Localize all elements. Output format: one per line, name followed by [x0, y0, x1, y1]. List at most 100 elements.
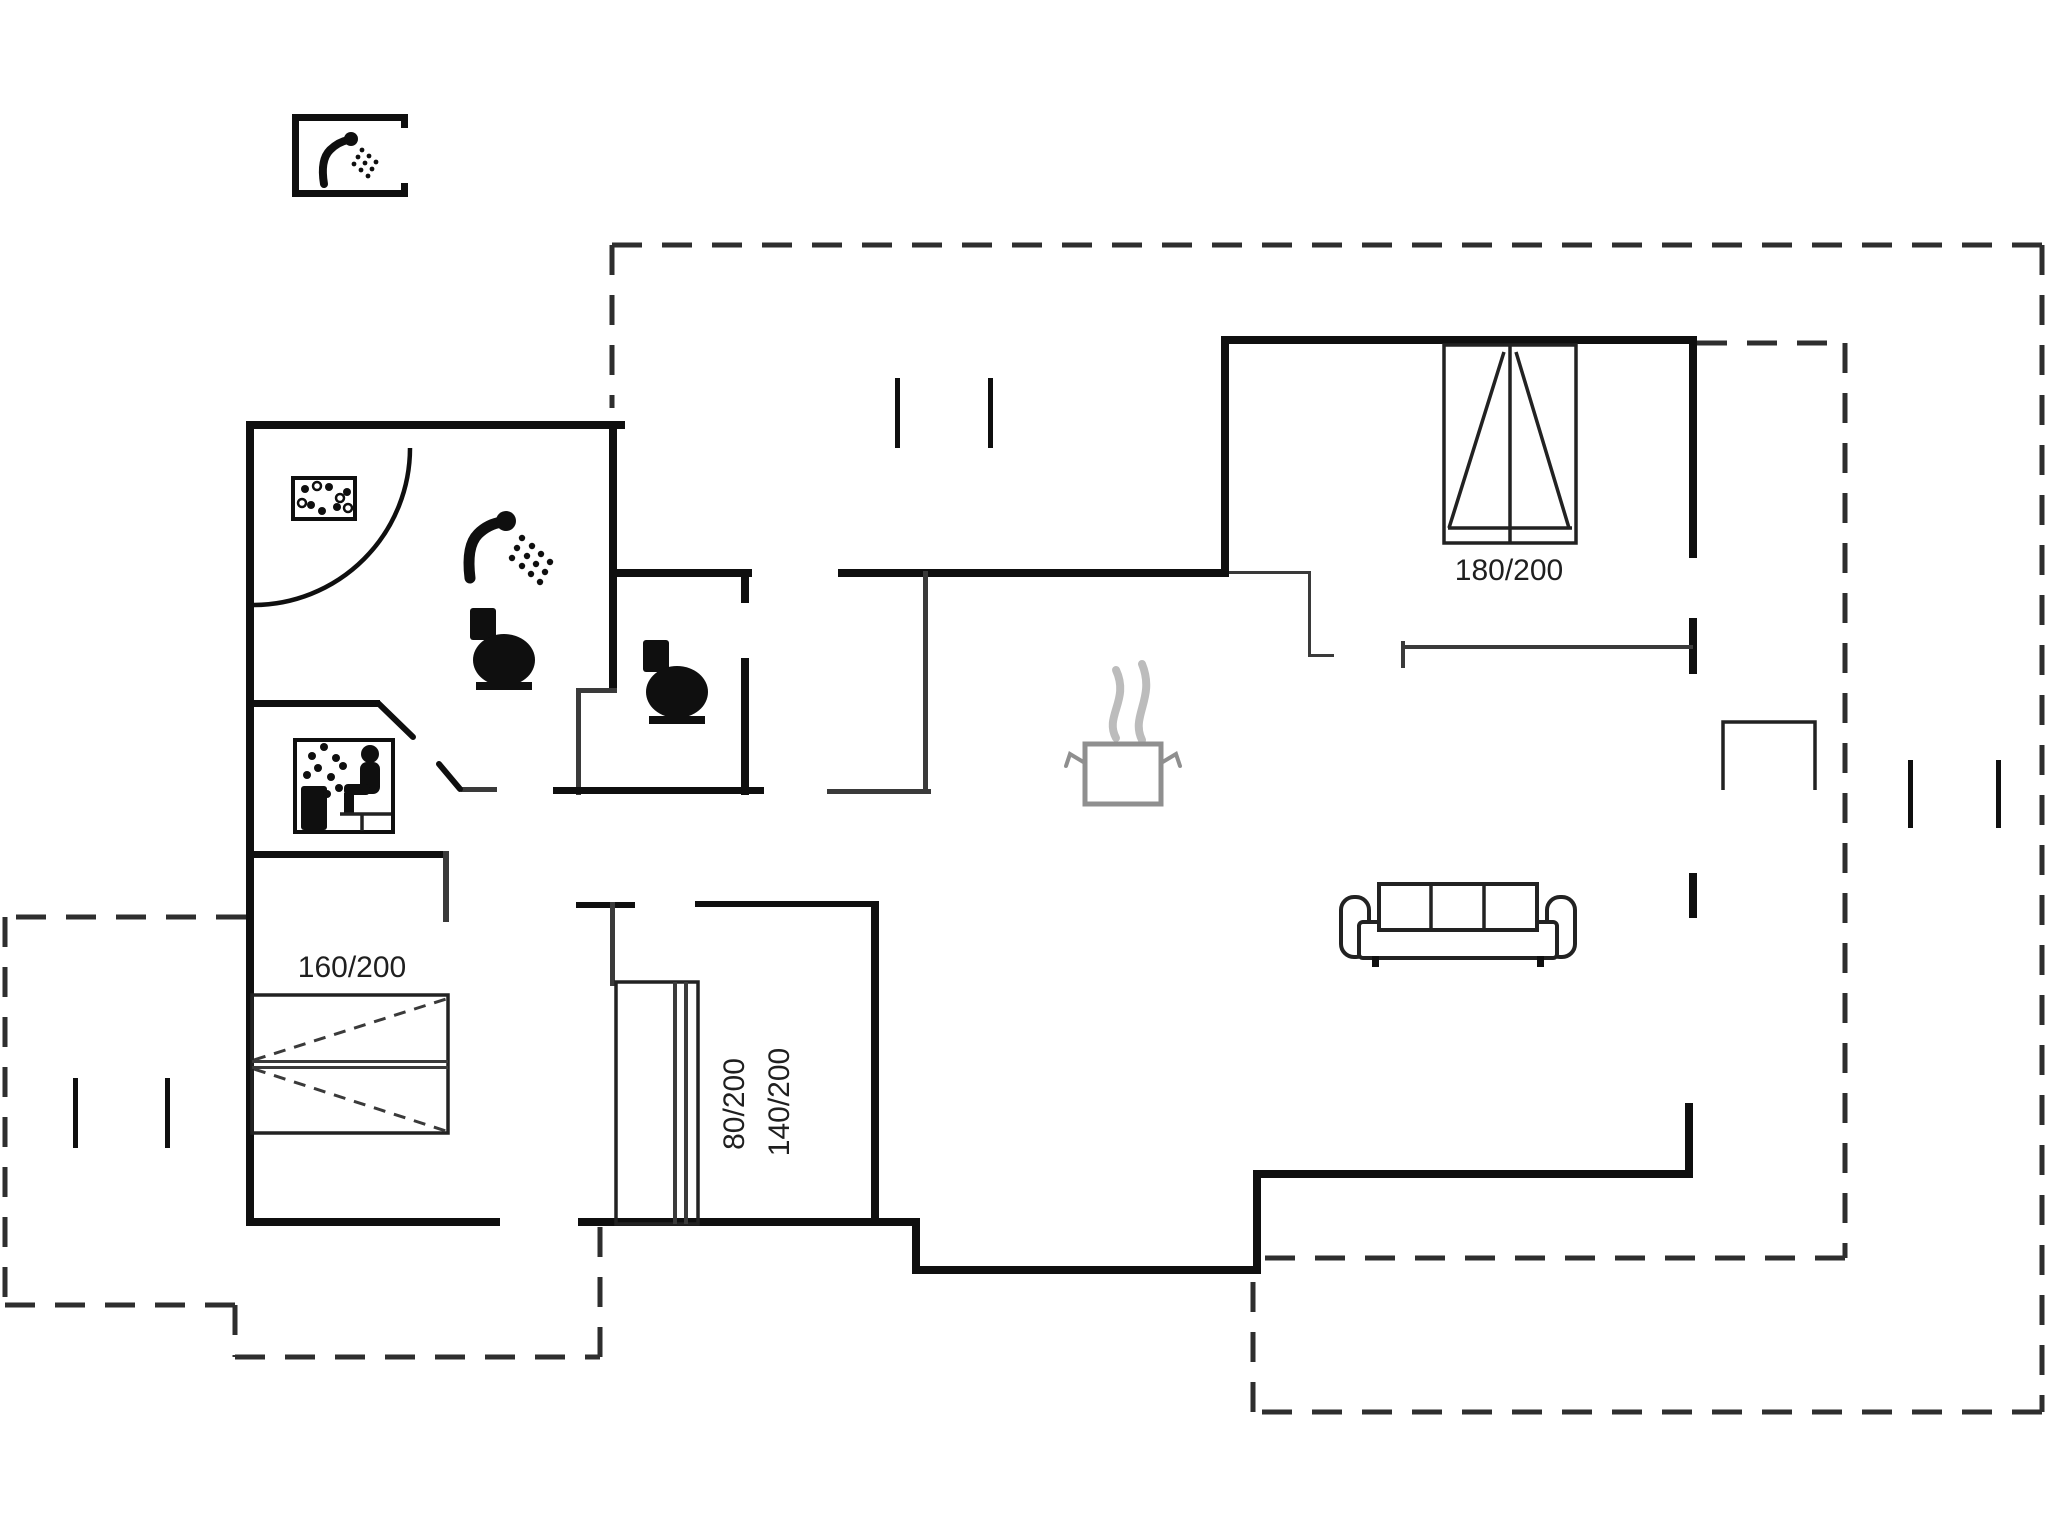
shower-box-stub-top [401, 114, 408, 128]
toilet-bowl [646, 666, 708, 718]
wall-bottom-step [912, 1218, 920, 1274]
wall-kitchen-counter [923, 571, 928, 792]
toilet-tank [643, 640, 669, 672]
pot-body [1082, 741, 1164, 807]
shower-icon [463, 511, 554, 586]
shower-head [344, 132, 358, 146]
wardrobe-door-diagonal-left [1447, 351, 1506, 529]
terrace-post-tick [1908, 760, 1913, 828]
door-leaf-hall [436, 761, 463, 792]
wall-bottom-b [246, 1218, 500, 1226]
wall-left-exterior [246, 421, 254, 1226]
wall-east-lower [1685, 1103, 1693, 1178]
toilet-icon [470, 608, 535, 690]
shower-box-bottom [292, 190, 408, 197]
bed-mid-line-2 [252, 1066, 448, 1069]
sauna-icon [293, 738, 395, 834]
wall-wc-top [609, 569, 752, 577]
wall-bedroom2-left [610, 902, 615, 986]
shower-spray-dots [508, 534, 554, 586]
shower-head [496, 511, 516, 531]
shower-arm [463, 516, 508, 584]
terrace-post-tick [1996, 760, 2001, 828]
bunk-bed-upper-label: 80/200 [718, 1058, 751, 1150]
shower-arm [318, 136, 352, 188]
bedroom: 180/200 [1442, 343, 1578, 587]
wardrobe-label: 180/200 [1455, 554, 1563, 587]
toilet-tank [470, 608, 496, 640]
wall-hall-bottom [553, 787, 764, 794]
outdoor-shower-icon [318, 132, 379, 188]
sauna-bench [340, 812, 391, 831]
shower-box-stub-bottom [401, 183, 408, 197]
bunk-bed-icon [614, 980, 700, 1226]
wall-kitchen-counter-bottom [827, 789, 931, 794]
bed-diagonal-1 [253, 997, 447, 1062]
wall-bedroom2-right [871, 901, 879, 1226]
walls [246, 336, 1697, 1274]
wall-living-bottom [1253, 1170, 1693, 1178]
shower-box-left [292, 114, 299, 197]
outdoor-shower-box [292, 114, 408, 197]
steam-icon [1108, 660, 1151, 744]
bedroom-window-line [1404, 645, 1693, 649]
sauna-steam-dots [303, 743, 347, 798]
sofa-back [1377, 882, 1539, 932]
wardrobe-door-diagonal-right [1514, 351, 1571, 529]
wc-room [643, 640, 708, 724]
terrace-post-tick [165, 1078, 170, 1148]
wall-bathroom-bottom [246, 700, 380, 707]
wall-east-upper [1689, 336, 1697, 558]
wall-wc-right-upper [741, 569, 749, 603]
washing-machine-bubbles-outline [296, 480, 354, 514]
toilet-base [649, 716, 705, 724]
sofa-foot [1537, 956, 1544, 967]
sofa-foot [1372, 956, 1379, 967]
terrace-outline [2, 242, 2045, 1415]
wall-wc-right-lower [741, 658, 749, 795]
wall-bedroom2-top-a [576, 902, 635, 908]
wall-living-step [1253, 1170, 1261, 1274]
sofa-icon [1339, 882, 1577, 967]
entry-post-tick [988, 378, 993, 448]
bathroom [252, 447, 554, 690]
wall-sauna-right-stub [443, 851, 449, 922]
bunk-bed-outline [614, 980, 700, 1226]
kitchen [1064, 660, 1182, 807]
door-leaf-sauna [375, 700, 416, 740]
bedroom-step-line-h [1229, 571, 1311, 574]
toilet-base [476, 682, 532, 690]
wall-bathroom-top [246, 421, 625, 429]
wall-wc-left [576, 688, 581, 795]
bathroom-door-arc [252, 447, 413, 608]
washing-machine-bubbles [301, 483, 351, 515]
wall-bathroom-right [609, 421, 617, 692]
wall-bottom-mid [912, 1266, 1261, 1274]
wardrobe-icon [1442, 343, 1578, 545]
bunk-bedroom: 80/200 140/200 [614, 980, 796, 1226]
living-room [1339, 720, 1817, 967]
double-bed-label: 160/200 [298, 951, 406, 984]
shower-spray-dots [351, 147, 379, 179]
wall-bedroom-top [1221, 336, 1697, 344]
bedroom-step-line-h2 [1308, 654, 1334, 657]
wall-bedroom2-top-b [695, 901, 879, 907]
wall-sauna-bottom [246, 851, 449, 858]
pot-handle-right [1159, 751, 1182, 768]
toilet-icon [643, 640, 708, 724]
post-ticks [73, 378, 2001, 1148]
sauna-bucket [301, 786, 327, 830]
washing-machine-body [291, 476, 357, 521]
wall-hall-stub [461, 787, 497, 792]
bed-mid-line-1 [252, 1060, 448, 1063]
terrace-post-tick [73, 1078, 78, 1148]
bunk-bed-line-1 [673, 982, 677, 1224]
bed-outline [250, 993, 450, 1135]
bunk-bed-line-2 [684, 982, 688, 1224]
washing-machine-icon [291, 476, 357, 521]
sauna-room [293, 738, 395, 834]
toilet-bowl [473, 634, 535, 686]
entry-post-tick [895, 378, 900, 448]
